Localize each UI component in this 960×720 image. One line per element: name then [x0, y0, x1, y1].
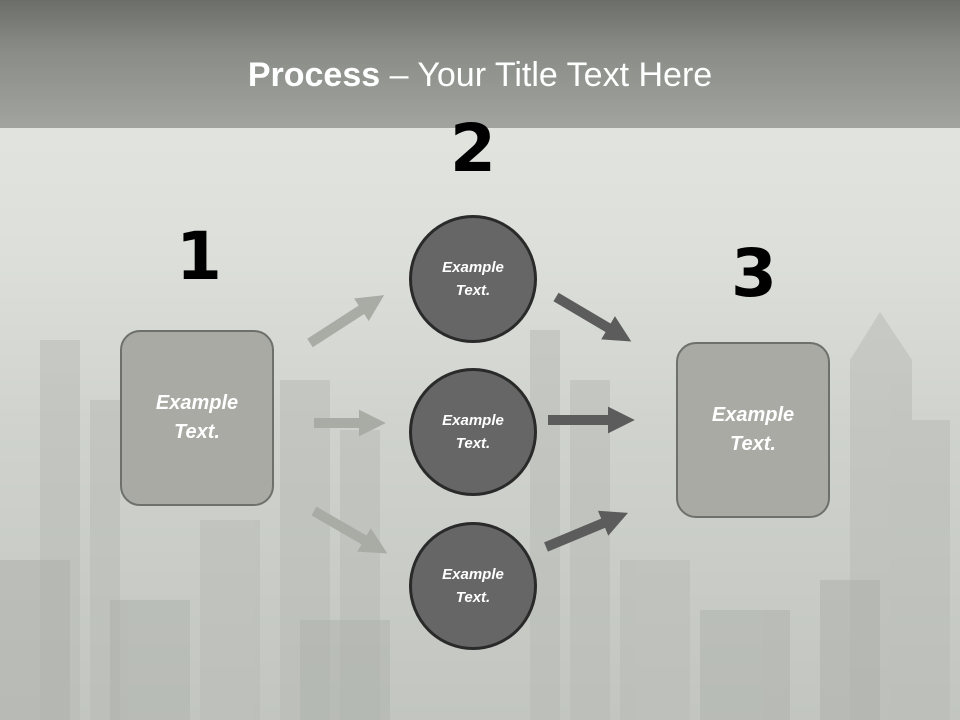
input-box-line-1: Example	[155, 392, 239, 414]
input-box-line-2: Text.	[174, 421, 220, 443]
circle-2-line-1: Example	[442, 412, 504, 429]
output-box-line-2: Text.	[730, 433, 776, 455]
title-bar	[0, 0, 960, 128]
circle-3-line-2: Text.	[455, 589, 491, 606]
step-number-3: 3	[731, 235, 777, 312]
circle-1-line-2: Text.	[455, 282, 491, 299]
circle-2-line-2: Text.	[455, 435, 491, 452]
arrow-from-circle-3	[544, 510, 628, 552]
arrow-from-circle-1	[553, 292, 632, 342]
circle-3-line-1: Example	[442, 566, 504, 583]
title-rest: – Your Title Text Here	[380, 56, 713, 94]
step-number-2: 2	[450, 110, 496, 187]
title-bold: Process	[247, 56, 381, 94]
step-number-1: 1	[176, 218, 222, 295]
arrow-to-circle-1	[307, 295, 385, 348]
circle-1-line-1: Example	[442, 259, 504, 276]
arrow-to-circle-3	[311, 506, 388, 554]
output-box-line-1: Example	[711, 404, 795, 426]
slide-title: Process – Your Title Text Here	[0, 54, 960, 96]
